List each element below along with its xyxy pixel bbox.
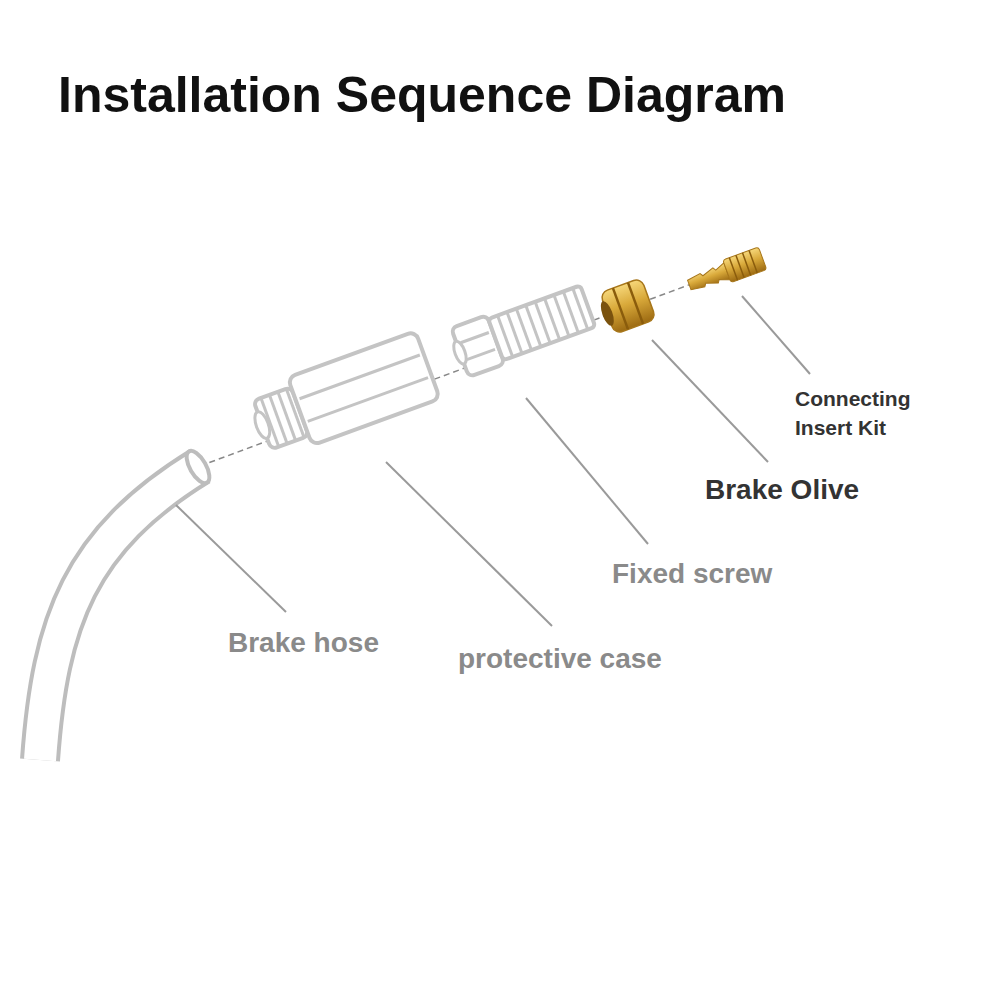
brake-olive: [595, 278, 656, 336]
fixed-screw: [446, 282, 596, 379]
part-label: Brake Olive: [705, 470, 859, 509]
title: Installation Sequence Diagram: [58, 66, 786, 124]
protective-case: [244, 331, 440, 461]
part-label: Connecting Insert Kit: [795, 384, 945, 443]
part-label: protective case: [458, 639, 662, 678]
brake-hose: [40, 447, 214, 760]
part-label: Brake hose: [228, 623, 379, 662]
leader-lines: [176, 296, 810, 626]
axis-line: [200, 266, 740, 466]
connecting-insert: [685, 247, 767, 296]
part-label: Fixed screw: [612, 554, 772, 593]
